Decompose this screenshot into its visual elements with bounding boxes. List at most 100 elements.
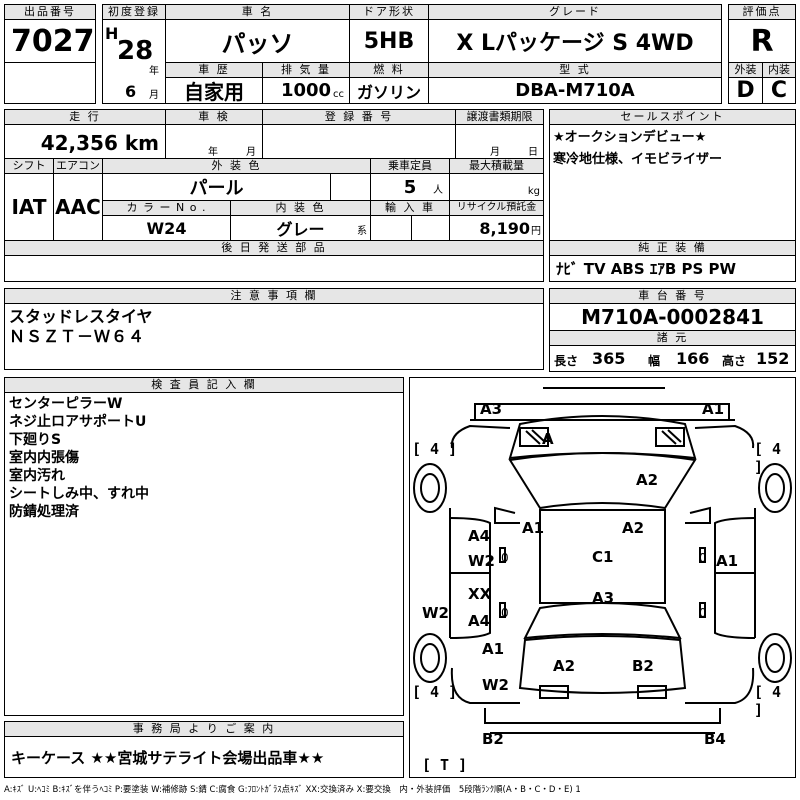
damage-mark: W2 <box>482 676 509 694</box>
mileage-unit: km <box>124 131 159 155</box>
car-name: パッソ <box>165 19 350 63</box>
displacement-header: 排 気 量 <box>262 62 350 78</box>
recycle-unit: 円 <box>531 226 541 237</box>
car-outline <box>413 387 792 734</box>
max-load-cell: kg <box>449 173 544 201</box>
inspection-header: 車 検 <box>165 109 263 125</box>
tire-tread-rear-left: [ 4 ] <box>412 683 458 701</box>
lot-blank-cell <box>4 62 96 104</box>
damage-mark: A2 <box>636 471 659 489</box>
sales-point-line: ★オークションデビュー★ <box>553 130 707 145</box>
inspector-cell: センターピラーW ネジ止ロアサポートU 下廻りS 室内内張傷 室内汚れ シートし… <box>4 392 404 716</box>
damage-mark: A <box>542 430 554 448</box>
spec-cell: 長さ 365 幅 166 高さ 152 <box>549 345 796 372</box>
capacity-cell: 5 人 <box>370 173 450 201</box>
displacement-unit: cc <box>333 89 344 100</box>
fuel: ガソリン <box>349 77 429 104</box>
later-parts-header: 後 日 発 送 部 品 <box>4 240 544 256</box>
damage-mark: A1 <box>522 519 545 537</box>
sales-points-header: セールスポイント <box>549 109 796 125</box>
transfer-deadline-cell: 月 日 <box>455 124 544 159</box>
color-number-header: カ ラ ー N o . <box>102 200 231 216</box>
lot-number: 70279 <box>4 19 96 63</box>
damage-mark: A3 <box>592 589 615 607</box>
max-load-header: 最大積載量 <box>449 158 544 174</box>
model-header: 型 式 <box>428 62 722 78</box>
inspection-month-unit: 月 <box>246 147 256 158</box>
spec-header: 諸 元 <box>549 330 796 346</box>
import-header: 輸 入 車 <box>370 200 450 216</box>
inspector-line: ネジ止ロアサポートU <box>9 414 147 430</box>
registration-number-cell <box>262 124 456 159</box>
height: 152 <box>756 349 790 368</box>
damage-mark: B4 <box>704 730 726 748</box>
exterior-color: パール <box>102 173 331 201</box>
legend: A:ｷｽﾞ U:ﾍｺﾐ B:ｷｽﾞを伴うﾍｺﾐ P:要塗装 W:補修跡 S:錆 … <box>4 785 581 795</box>
model-code: DBA-M710A <box>428 77 722 104</box>
lot-number-header: 出品番号 <box>4 4 96 20</box>
length-label: 長さ <box>554 354 579 368</box>
inspector-header: 検 査 員 記 入 欄 <box>4 377 404 393</box>
sales-points-cell: ★オークションデビュー★ 寒冷地仕様、イモビライザー <box>549 124 796 241</box>
caution-line: ＮＳＺＴ－Ｗ６４ <box>9 327 146 346</box>
zero-mark: 0 <box>699 551 707 565</box>
recycle-cell: 8,190 円 <box>449 215 544 241</box>
exterior-color-extra <box>330 173 371 201</box>
damage-mark: W2 <box>422 604 449 622</box>
inspector-line: 下廻りS <box>9 432 62 448</box>
registration-year: 28 <box>117 36 154 66</box>
aircon-header: エアコン <box>53 158 103 174</box>
caution-cell: スタッドレスタイヤ ＮＳＺＴ－Ｗ６４ <box>4 303 544 370</box>
displacement-cell: 1000 cc <box>262 77 350 104</box>
door-header: ドア形状 <box>349 4 429 20</box>
year-unit: 年 <box>149 66 159 77</box>
exterior-grade: D <box>728 77 763 104</box>
damage-mark: B2 <box>632 657 654 675</box>
max-load-unit: kg <box>527 186 540 197</box>
interior-header: 内装 <box>762 62 796 78</box>
capacity-header: 乗車定員 <box>370 158 450 174</box>
width-label: 幅 <box>648 354 661 368</box>
aircon: AAC <box>53 173 103 241</box>
transfer-deadline-header: 譲渡書類期限 <box>455 109 544 125</box>
damage-mark: A4 <box>468 612 491 630</box>
color-number: W24 <box>102 215 231 241</box>
inspector-line: センターピラーW <box>9 396 123 412</box>
capacity-unit: 人 <box>433 185 443 196</box>
inspection-cell: 年 月 <box>165 124 263 159</box>
recycle-fee: 8,190 <box>479 219 530 238</box>
usage-history: 自家用 <box>165 77 263 104</box>
mileage-header: 走 行 <box>4 109 166 125</box>
auction-score: R <box>728 19 796 63</box>
equipment-header: 純 正 装 備 <box>549 240 796 256</box>
inspection-year-unit: 年 <box>208 147 218 158</box>
caution-header: 注 意 事 項 欄 <box>4 288 544 304</box>
office-notice: キーケース ★★宮城サテライト会場出品車★★ <box>4 736 404 778</box>
door-type: 5HB <box>349 19 429 63</box>
width: 166 <box>676 349 710 368</box>
interior-color-cell: グレー 系 <box>230 215 371 241</box>
fuel-header: 燃 料 <box>349 62 429 78</box>
inspector-line: 室内汚れ <box>9 468 65 484</box>
registration-month: 6 <box>125 82 137 101</box>
damage-mark: A2 <box>622 519 645 537</box>
transfer-day-unit: 日 <box>528 147 538 158</box>
damage-mark: A1 <box>716 552 739 570</box>
transfer-month-unit: 月 <box>490 147 500 158</box>
interior-color-header: 内 装 色 <box>230 200 371 216</box>
zero-mark: 0 <box>699 606 707 620</box>
registration-number-header: 登 録 番 号 <box>262 109 456 125</box>
damage-mark: B2 <box>482 730 504 748</box>
recycle-header: リサイクル預託金 <box>449 200 544 216</box>
sales-point-line: 寒冷地仕様、イモビライザー <box>553 152 723 167</box>
damage-mark: W2 <box>468 552 495 570</box>
chassis-number: M710A-0002841 <box>549 303 796 331</box>
import-cell <box>370 215 450 241</box>
damage-mark: A1 <box>702 400 725 418</box>
shift: IAT <box>4 173 54 241</box>
car-name-header: 車 名 <box>165 4 350 20</box>
later-parts-cell <box>4 255 544 282</box>
interior-color-unit: 系 <box>357 226 367 237</box>
score-header: 評価点 <box>728 4 796 20</box>
inspector-line: シートしみ中、すれ中 <box>9 486 149 502</box>
